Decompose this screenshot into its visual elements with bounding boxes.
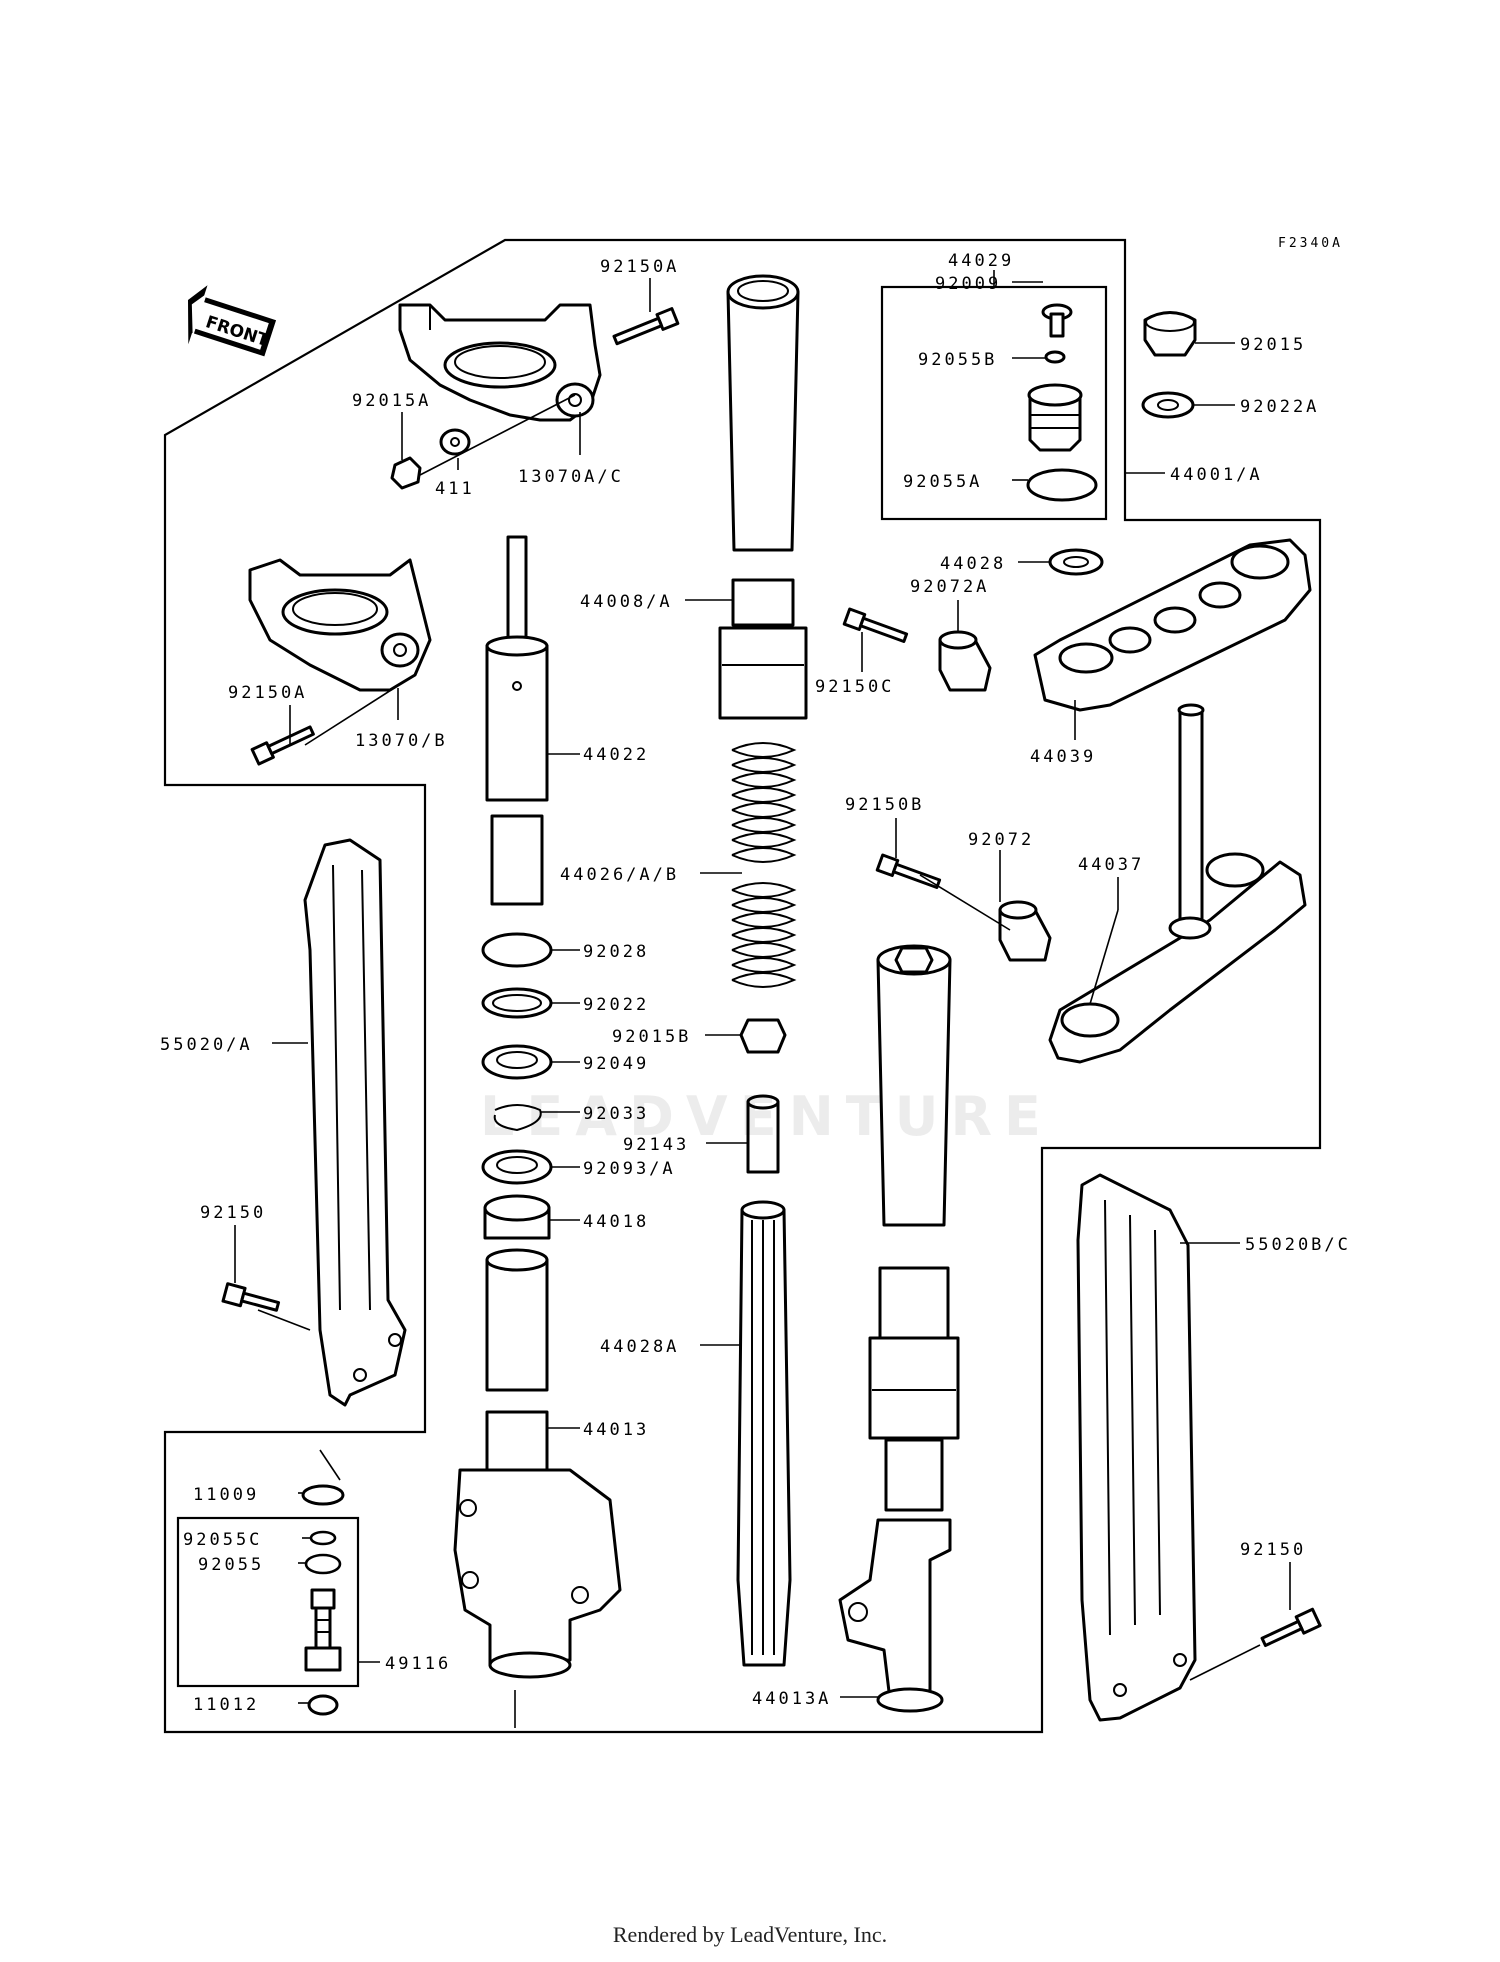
fork-cap-bolt [1027,383,1083,452]
label-92009: 92009 [935,274,1001,294]
inner-tube-44008 [718,274,808,720]
label-55020BC: 55020B/C [1245,1235,1351,1255]
outer-tube-44013 [453,1248,622,1679]
bolt-92150-right [1260,1607,1322,1648]
fork-tube-right [838,944,960,1713]
label-92150-right: 92150 [1240,1540,1306,1560]
label-92015A: 92015A [352,391,431,411]
gasket-11012 [307,1694,339,1716]
label-44037: 44037 [1078,855,1144,875]
watermark-text: LEADVENTURE [480,1085,1053,1148]
washer-11009 [301,1484,345,1506]
washer-92022A [1141,391,1195,419]
label-92022A: 92022A [1240,397,1319,417]
label-44013A: 44013A [752,1689,831,1709]
nut-92015B [739,1018,787,1054]
leader-lines [234,270,1291,1728]
label-92093A: 92093/A [583,1159,676,1179]
cylinder-44028A [736,1200,792,1667]
fork-clamp-upper [398,303,602,422]
bolt-92150B [875,853,942,889]
label-44008A: 44008/A [580,592,673,612]
label-13070B: 13070/B [355,731,448,751]
label-92015B: 92015B [612,1027,691,1047]
label-92150-left: 92150 [200,1203,266,1223]
label-92028: 92028 [583,942,649,962]
label-92150C: 92150C [815,677,894,697]
bolt-92150C [842,607,909,643]
label-92015: 92015 [1240,335,1306,355]
label-49116: 49116 [385,1654,451,1674]
damper-rod [485,535,549,906]
label-92055B: 92055B [918,350,997,370]
nut-92015A [390,456,422,490]
label-92022: 92022 [583,995,649,1015]
label-44001A: 44001/A [1170,465,1263,485]
label-11012: 11012 [193,1695,259,1715]
adjuster-kit-box [176,1516,360,1688]
dust-seal-92093A [481,1149,553,1185]
label-44026AB: 44026/A/B [560,865,679,885]
circlip-92033 [493,1104,542,1132]
diagram-code: F2340A [1278,236,1343,251]
label-92150A-left: 92150A [228,683,307,703]
label-13070AC: 13070A/C [518,467,624,487]
oil-seal-92049 [481,1044,553,1080]
label-92033: 92033 [583,1104,649,1124]
label-44028: 44028 [940,554,1006,574]
bushing-92028 [481,932,553,968]
bolt-92150A-lower [250,725,315,766]
label-92055A: 92055A [903,472,982,492]
label-92072: 92072 [968,830,1034,850]
washer-411 [439,428,471,456]
bolt-92150A-upper [612,307,680,346]
upper-triple-clamp [1033,538,1312,712]
label-92072A: 92072A [910,577,989,597]
screw-92009 [1041,303,1073,338]
fork-spring [731,742,797,988]
steering-stem-lower-clamp [1048,703,1307,1064]
label-92150A-top: 92150A [600,257,679,277]
bolt-92150-left [221,1282,281,1312]
label-44029: 44029 [948,251,1014,271]
label-44028A: 44028A [600,1337,679,1357]
clamp-band-92072A [938,630,992,692]
part-labels: F2340A 92150A 92015A 411 13070A/C 92150A… [160,236,1351,1715]
label-92150B: 92150B [845,795,924,815]
clamp-band-92072 [998,900,1052,962]
cap-nut-92015 [1143,311,1197,357]
o-ring-92055B [1044,350,1066,364]
label-44039: 44039 [1030,747,1096,767]
label-92049: 92049 [583,1054,649,1074]
label-92143: 92143 [623,1135,689,1155]
o-ring-92055 [304,1553,342,1575]
o-ring-92055A [1026,468,1098,502]
label-44018: 44018 [583,1212,649,1232]
fork-clamp-lower [248,558,432,692]
collar-44028 [1048,548,1104,576]
front-arrow-icon: FRONT [188,285,277,357]
label-44022: 44022 [583,745,649,765]
label-92055C: 92055C [183,1530,262,1550]
footer-credit: Rendered by LeadVenture, Inc. [612,1922,888,1947]
fork-guard-left [303,838,407,1407]
label-411: 411 [435,479,475,499]
o-ring-92055C [309,1530,337,1546]
fork-guard-right [1076,1173,1197,1722]
label-92055: 92055 [198,1555,264,1575]
label-44013: 44013 [583,1420,649,1440]
label-55020A: 55020/A [160,1035,253,1055]
adjuster-valve-49116 [304,1588,342,1672]
diagram-boundary-frame [163,238,1322,1734]
label-11009: 11009 [193,1485,259,1505]
